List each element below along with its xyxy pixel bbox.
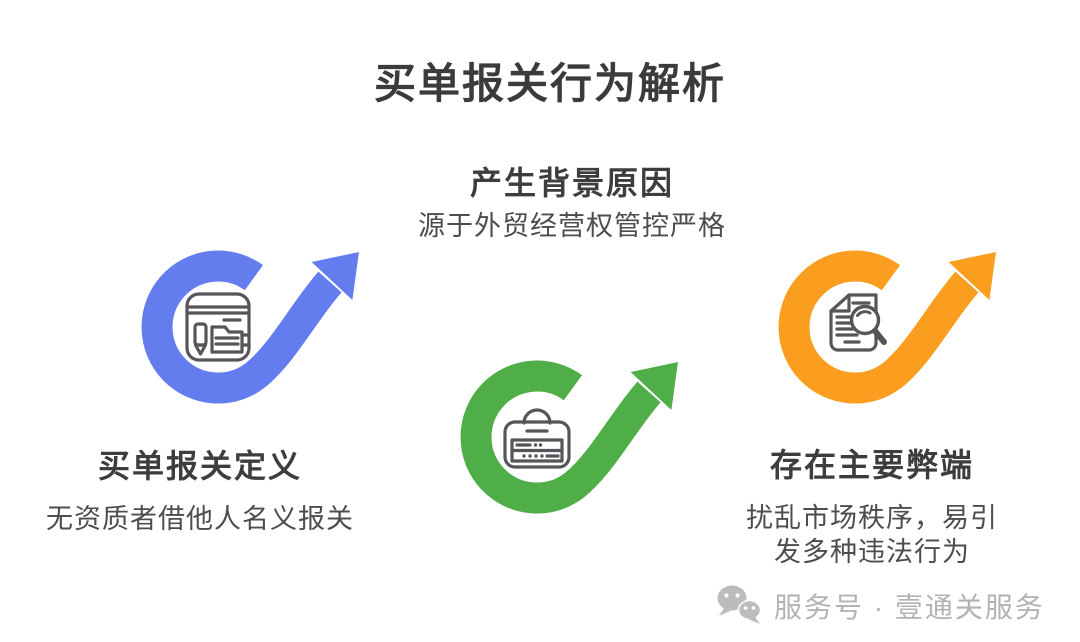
- circle-arrow-icon-green: [460, 360, 678, 514]
- section-heading-definition: 买单报关定义: [97, 448, 302, 484]
- briefcase-icon: [503, 408, 571, 469]
- form-document-icon: [185, 292, 251, 362]
- caption-drawbacks: 存在主要弊端 扰乱市场秩序，易引 发多种违法行为: [702, 445, 1042, 569]
- subtitle-line-2: 发多种违法行为: [774, 537, 970, 567]
- subtitle-line-1: 扰乱市场秩序，易引: [746, 503, 998, 533]
- circle-arrow-icon-orange: [778, 250, 996, 404]
- page-title: 买单报关行为解析: [373, 60, 726, 107]
- caption-background: 产生背景原因 源于外贸经营权管控严格: [372, 163, 772, 243]
- section-subtitle-drawbacks: 扰乱市场秩序，易引 发多种违法行为: [702, 501, 1042, 569]
- caption-definition: 买单报关定义 无资质者借他人名义报关: [30, 446, 370, 536]
- circle-arrow-icon-blue: [141, 250, 359, 404]
- section-subtitle-background: 源于外贸经营权管控严格: [418, 211, 726, 241]
- section-heading-drawbacks: 存在主要弊端: [769, 447, 974, 483]
- footer-badge: 服务号 · 壹通关服务: [714, 582, 1045, 630]
- document-search-icon: [829, 293, 887, 352]
- footer-account-text: 服务号 · 壹通关服务: [774, 592, 1045, 623]
- section-heading-background: 产生背景原因: [469, 165, 674, 201]
- wechat-icon: [717, 585, 762, 624]
- section-subtitle-definition: 无资质者借他人名义报关: [46, 504, 354, 534]
